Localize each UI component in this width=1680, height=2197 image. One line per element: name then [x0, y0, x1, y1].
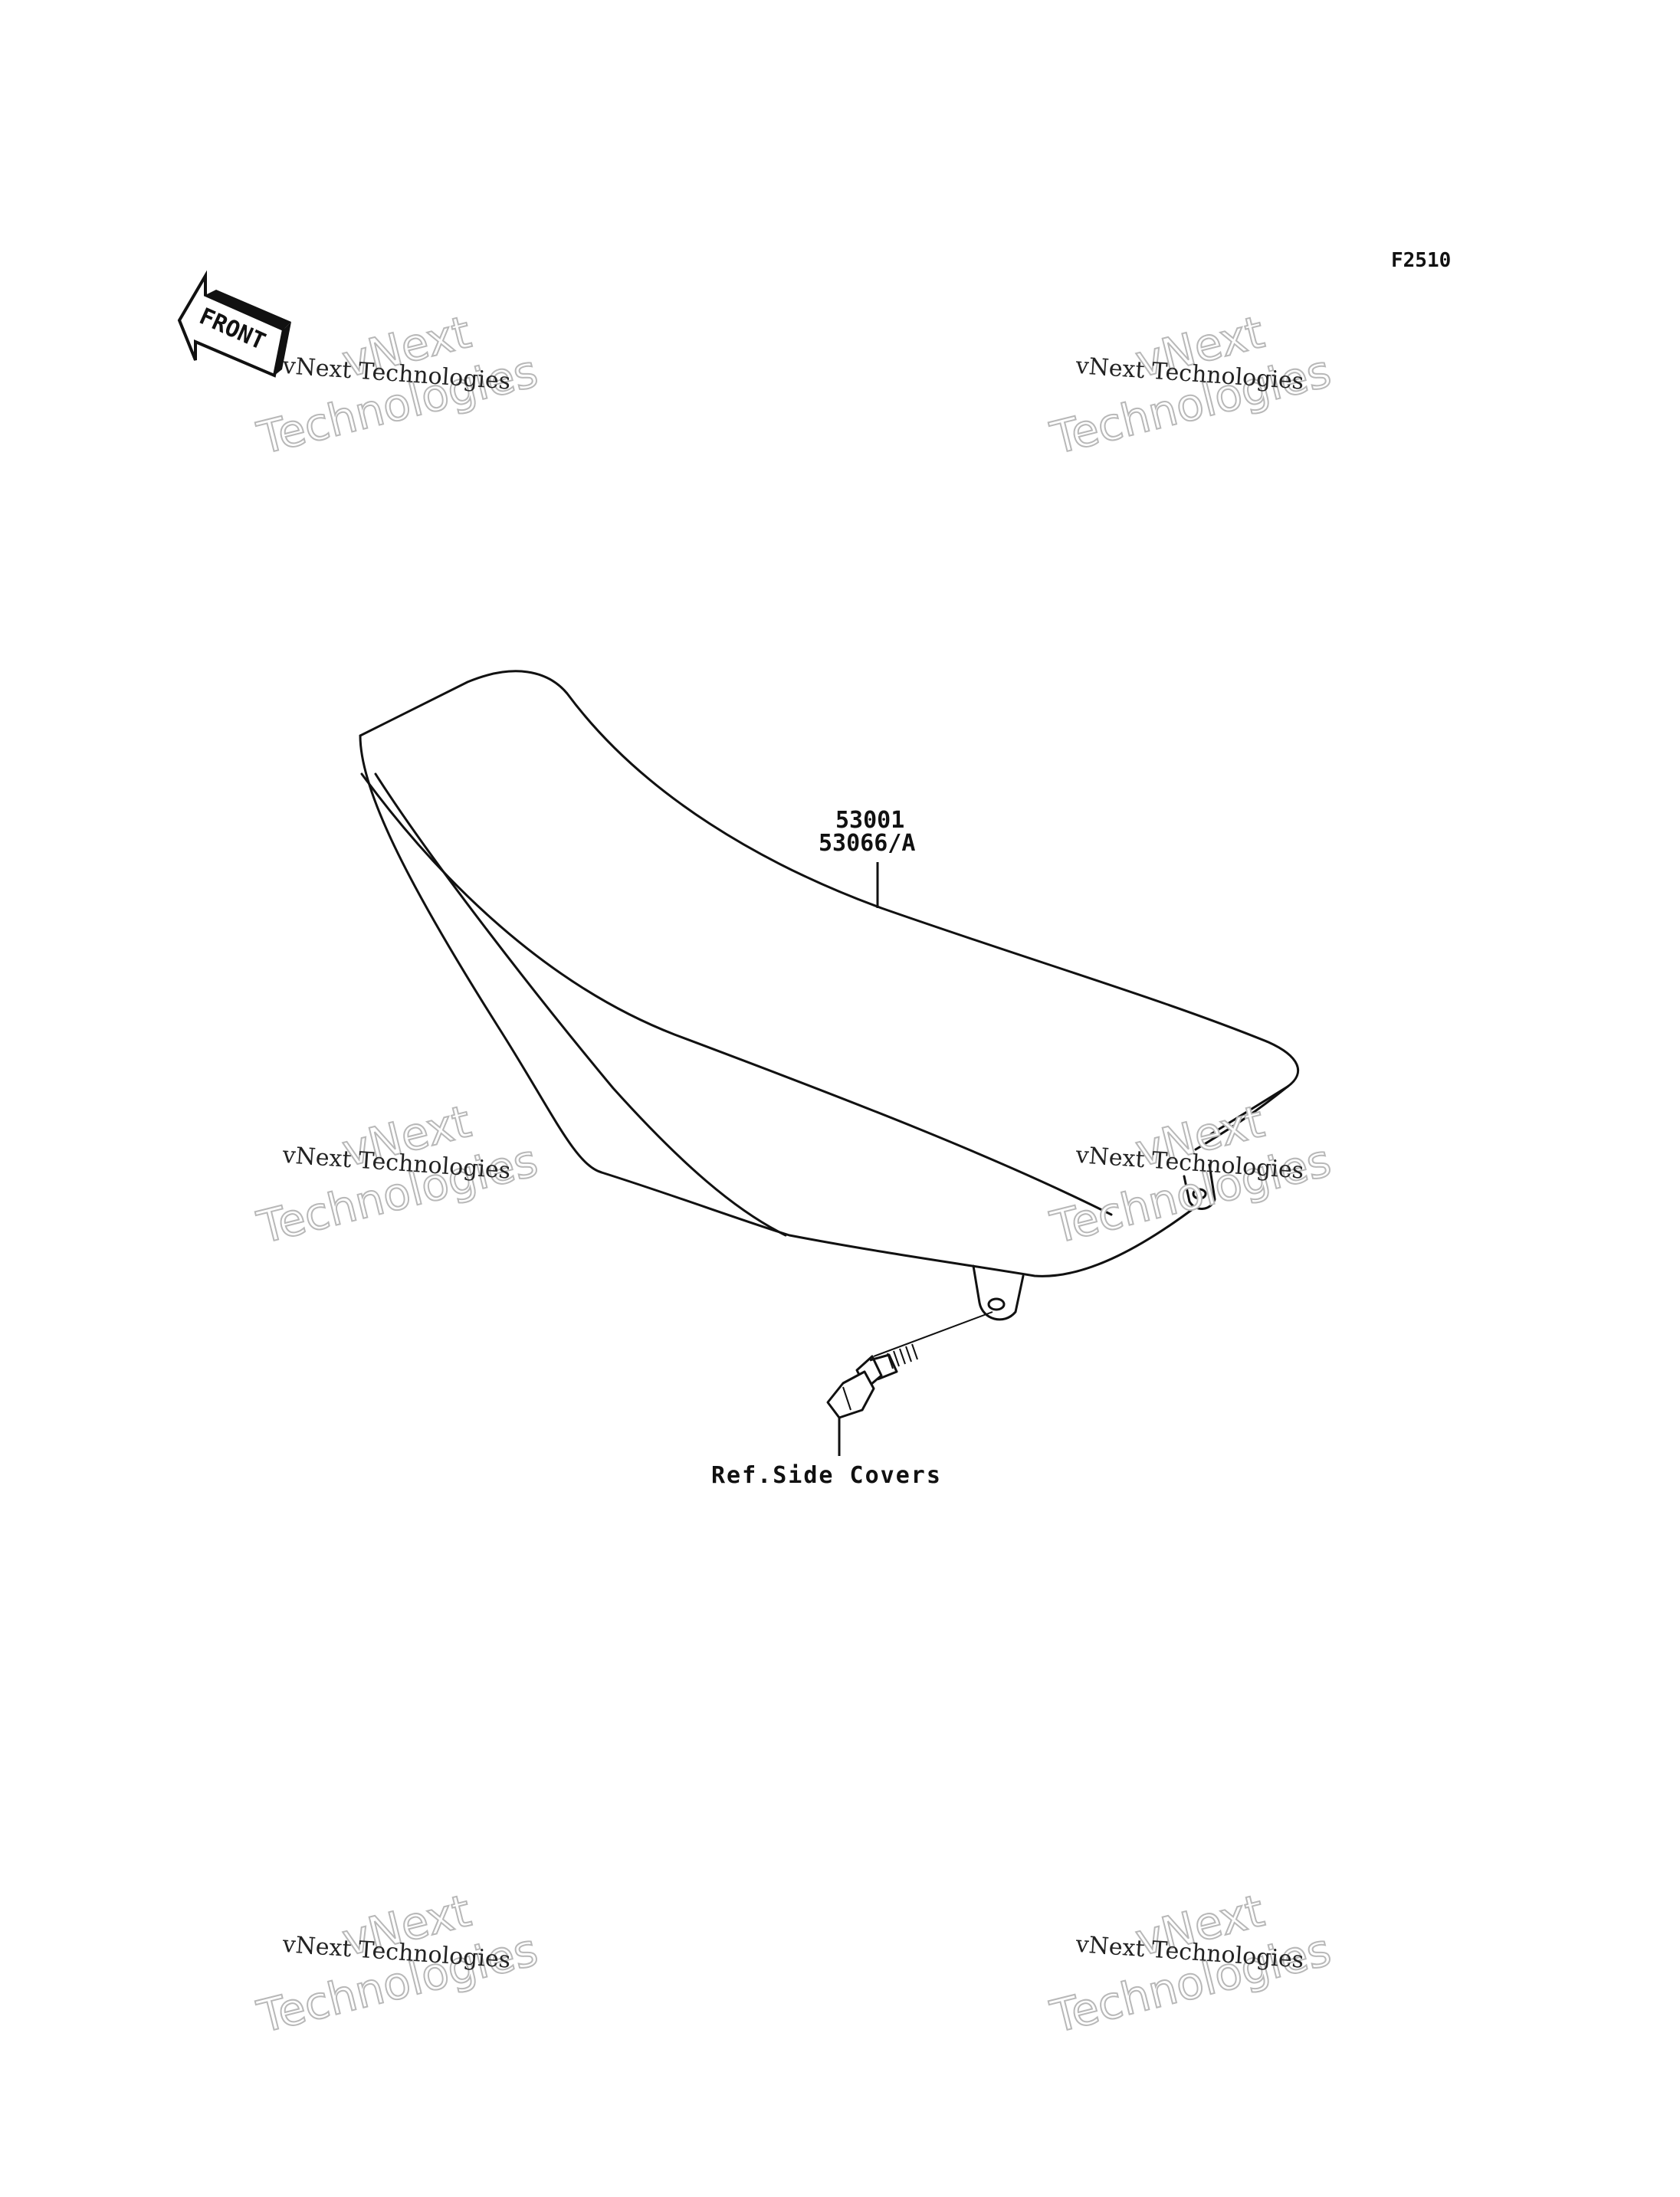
seat-part-number-2: 53066/A [819, 830, 915, 857]
seat-panel-edge [374, 772, 787, 1237]
front-mount-hole [987, 1297, 1006, 1311]
seat-drawing [359, 670, 1300, 1321]
seat-part-number-1: 53001 [835, 807, 904, 834]
seat-side-outline [359, 734, 1197, 1277]
front-mount-tab [972, 1264, 1025, 1321]
front-direction-arrow-icon: FRONT [177, 270, 291, 378]
bolt-reference-label: Ref.Side Covers [711, 1462, 942, 1489]
rear-mount-tab [1183, 1163, 1216, 1210]
figure-code: F2510 [1391, 249, 1451, 272]
seat-top-outline [359, 670, 1300, 1136]
bolt-icon [826, 1311, 993, 1419]
seat-rear-edge [1194, 1085, 1289, 1151]
rear-mount-hole [1192, 1188, 1207, 1200]
